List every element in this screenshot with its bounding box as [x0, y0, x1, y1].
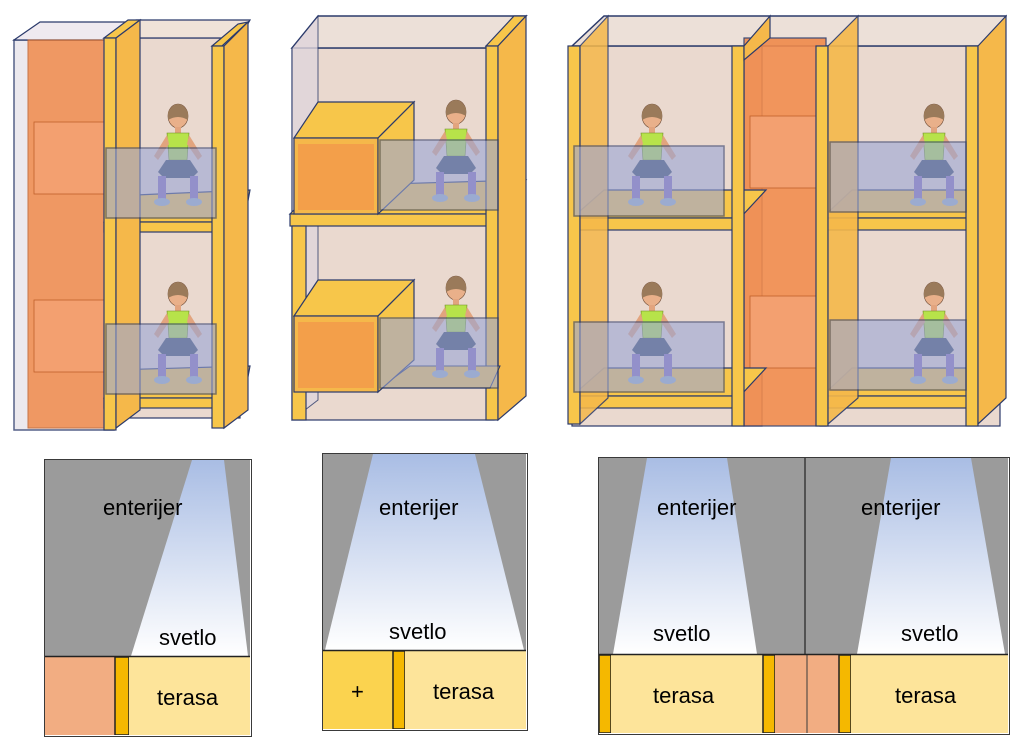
light-label: svetlo [901, 621, 959, 646]
terrace-label: terasa [433, 679, 495, 704]
light-label: svetlo [653, 621, 711, 646]
terrace-label: terasa [157, 685, 219, 710]
axonometric-option-2 [288, 14, 528, 422]
plan-option-1: enterijer svetlo terasa [44, 459, 252, 737]
light-cone-diagram [599, 458, 1008, 733]
plan-option-2: enterijer svetlo + terasa [322, 453, 528, 731]
light-cone-diagram [323, 454, 526, 729]
light-label: svetlo [389, 619, 447, 644]
interior-label: enterijer [379, 495, 459, 520]
interior-label: enterijer [657, 495, 737, 520]
plan-option-3: enterijer svetlo terasa enterijer svetlo… [598, 457, 1010, 735]
axonometric-diagrams [12, 14, 1007, 431]
light-cone-diagram [45, 460, 250, 735]
axonometric-option-1 [12, 18, 252, 431]
interior-label: enterijer [103, 495, 183, 520]
light-label: svetlo [159, 625, 217, 650]
axonometric-option-3 [567, 14, 1007, 427]
terrace-label: terasa [895, 683, 957, 708]
plus-label: + [351, 679, 364, 704]
terrace-label: terasa [653, 683, 715, 708]
interior-label: enterijer [861, 495, 941, 520]
